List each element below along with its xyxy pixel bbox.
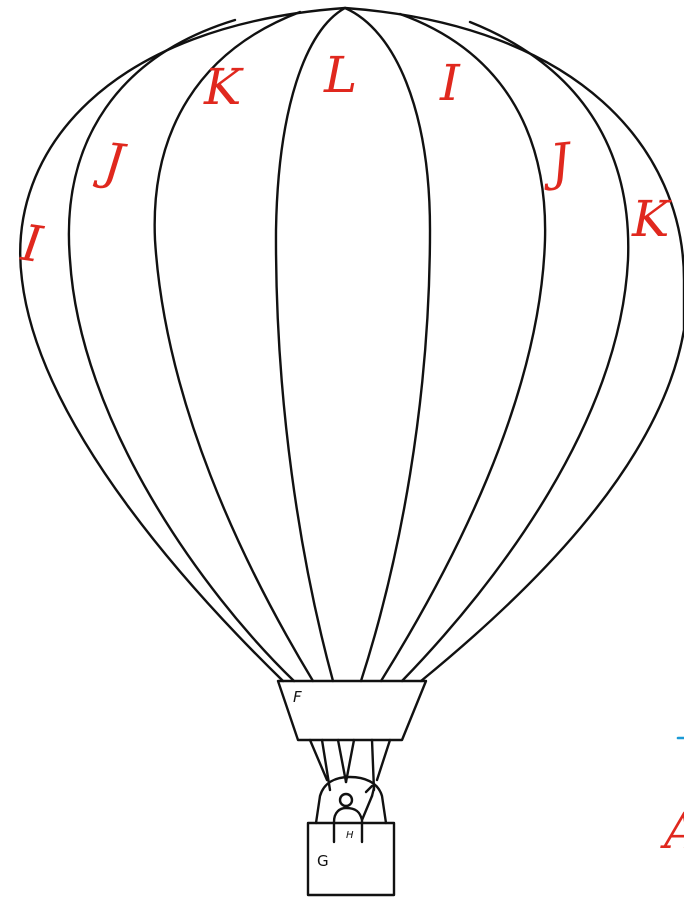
panel-letter-3: K: [203, 58, 244, 116]
passenger-head: [340, 794, 352, 806]
panel-letter-4: L: [323, 46, 357, 104]
burner-label: F: [293, 688, 302, 706]
edge-letter: A: [660, 802, 684, 860]
passenger: H: [334, 786, 374, 842]
rope-6: [377, 740, 390, 780]
burner-skirt: F: [278, 681, 426, 740]
envelope-seam-1: [69, 20, 294, 681]
edge-letter-group: A: [660, 738, 684, 860]
rope-3: [338, 740, 346, 782]
panel-letter-6: J: [538, 132, 576, 193]
envelope-outline: [20, 8, 684, 681]
panel-letter-2: J: [92, 131, 130, 192]
balloon-envelope: [20, 8, 684, 681]
panel-letter-5: I: [439, 54, 461, 112]
envelope-seam-6: [402, 22, 628, 681]
rope-4: [346, 740, 354, 782]
suspension-ropes: [310, 740, 390, 790]
envelope-seam-4: [345, 8, 430, 681]
panel-letter-7: K: [631, 190, 672, 248]
basket-label: G: [317, 852, 329, 870]
envelope-seam-3: [276, 8, 345, 681]
envelope-seam-5: [381, 14, 545, 681]
passenger-label: H: [346, 830, 354, 841]
